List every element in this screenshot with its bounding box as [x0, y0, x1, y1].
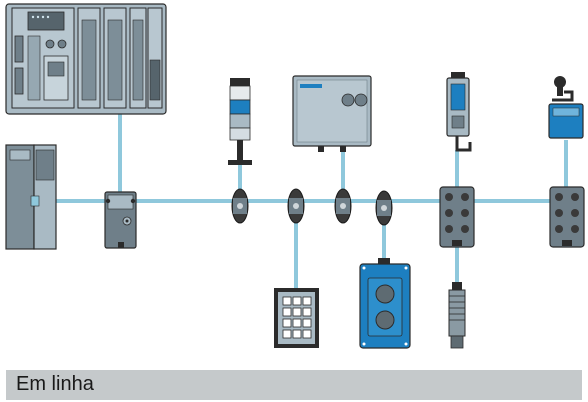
pushbutton-station-icon [359, 258, 411, 349]
tee-connector-icon [334, 188, 352, 224]
io-splitter-icon [439, 186, 475, 248]
io-splitter-icon [549, 186, 585, 248]
safety-switch-icon [446, 72, 472, 152]
signal-tower-cap [230, 78, 250, 86]
drive-cabinet-icon [5, 144, 57, 250]
diagram-caption: Em linha [16, 373, 94, 395]
plc-io-modules [77, 7, 163, 109]
control-box-icon [292, 75, 372, 152]
signal-tower-icon [228, 78, 252, 165]
proximity-sensor-icon [448, 282, 466, 349]
plc-rack-icon [5, 3, 167, 115]
limit-switch-icon [548, 76, 584, 139]
drive-cabinet-body [5, 144, 35, 250]
proximity-sensor-body [448, 289, 466, 337]
network-diagram [5, 3, 585, 349]
bus-adapter-icon [104, 191, 137, 249]
caption-bar: Em linha [6, 370, 582, 400]
keypad-icon [274, 288, 319, 348]
tee-connector-icon [375, 190, 393, 226]
tee-connector-icon [231, 188, 249, 224]
tee-connector-icon [287, 188, 305, 224]
io-splitter-body [439, 186, 475, 248]
plc-display [27, 11, 65, 31]
